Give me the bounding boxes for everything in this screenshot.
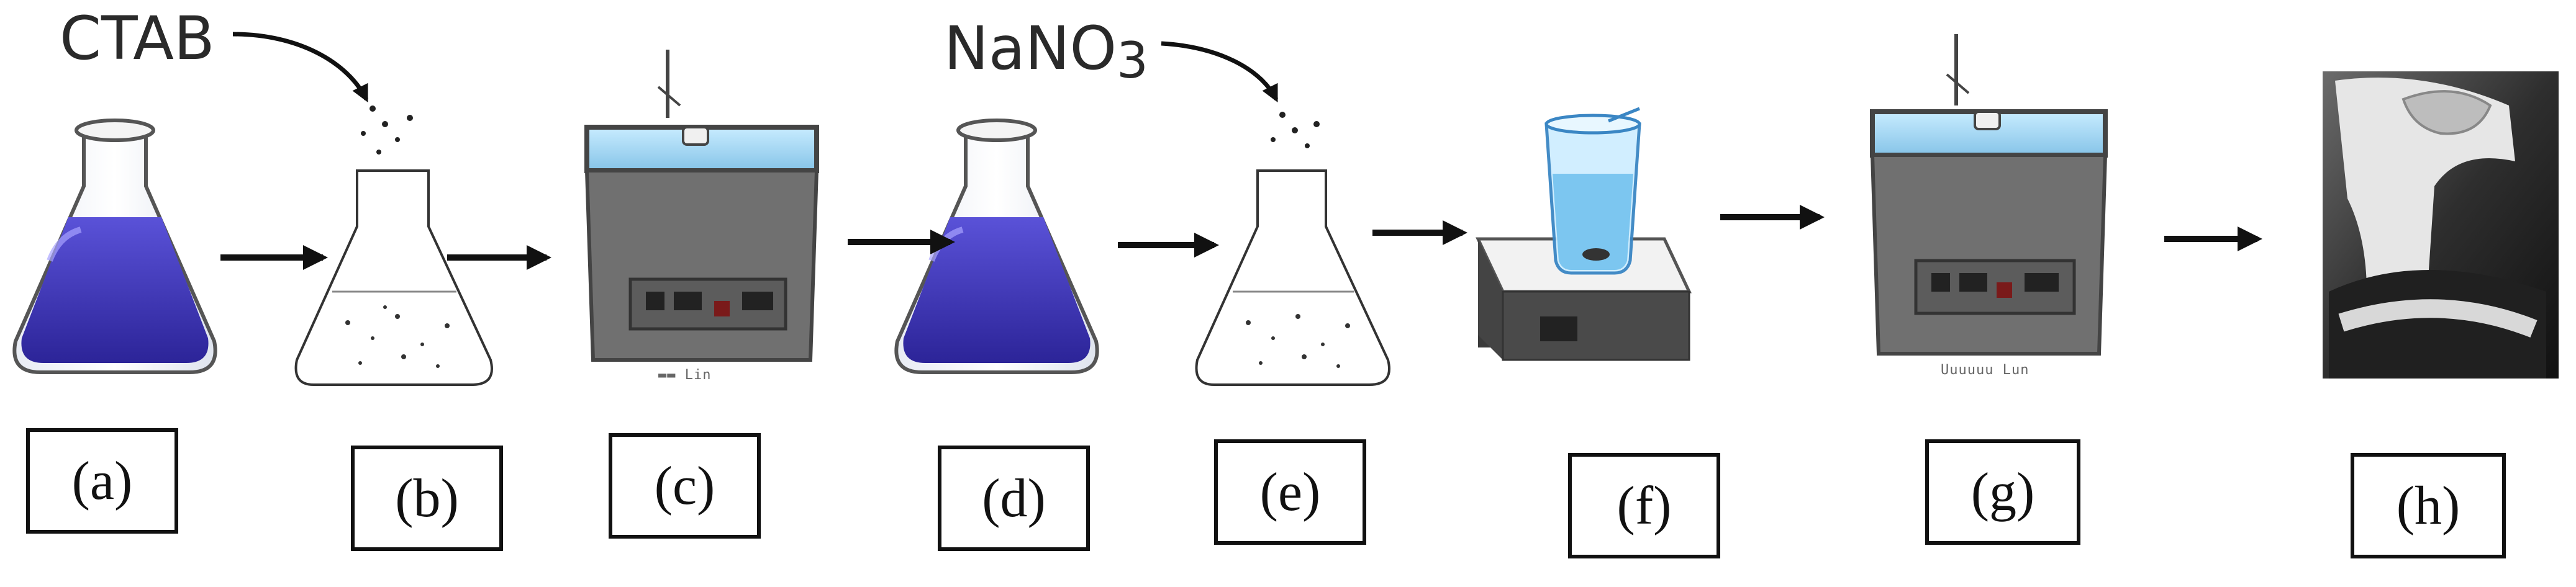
reagent-nano3-label: NaNO3 [944, 19, 1148, 86]
product-photo [2323, 71, 2559, 379]
step-label-e: (e) [1214, 439, 1366, 545]
bath-c-label: ▬▬ Lin [658, 367, 712, 383]
curved-arrow-icon [1161, 41, 1279, 103]
step-label-a: (a) [26, 428, 178, 534]
erlenmeyer-flask-icon [12, 119, 217, 374]
erlenmeyer-flask-icon [1195, 112, 1390, 386]
magnetic-stirrer-icon [1476, 107, 1692, 361]
ultrasonic-bath-icon [1870, 34, 2108, 356]
erlenmeyer-flask-icon [294, 105, 493, 386]
reagent-nano3-subscript: 3 [1117, 32, 1148, 89]
step-label-d: (d) [938, 446, 1090, 551]
step-label-h: (h) [2351, 453, 2506, 558]
step-label-b: (b) [351, 446, 503, 551]
reagent-nano3-base: NaNO [944, 14, 1117, 83]
beaker-icon [1544, 107, 1641, 275]
step-label-f: (f) [1568, 453, 1720, 558]
curved-arrow-icon [232, 32, 369, 103]
reagent-ctab-label: CTAB [60, 4, 215, 73]
ultrasonic-bath-icon [584, 50, 819, 362]
bath-g-label: Uuuuuu Lun [1941, 362, 2030, 378]
step-label-g: (g) [1925, 439, 2080, 545]
erlenmeyer-flask-icon [894, 119, 1099, 374]
step-label-c: (c) [609, 433, 761, 539]
